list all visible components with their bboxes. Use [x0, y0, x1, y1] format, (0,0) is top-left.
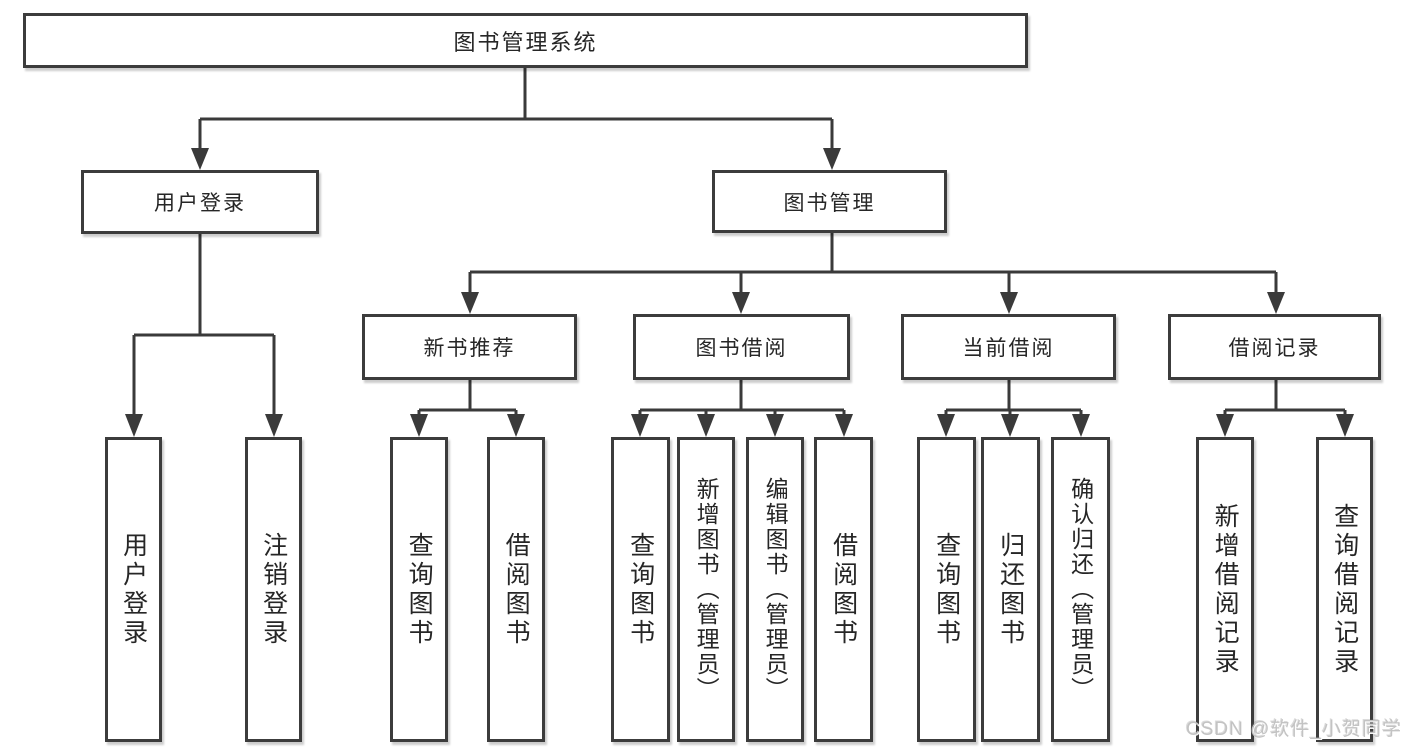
- leaf-bb-query-books-label: 查询图书: [626, 531, 655, 648]
- node-user-login: 用户登录: [81, 170, 319, 234]
- leaf-bb-borrow-books-label: 借阅图书: [829, 531, 858, 648]
- node-book-borrow-label: 图书借阅: [695, 337, 788, 360]
- leaf-bb-add-books-admin: 新增图书（管理员）: [677, 437, 735, 742]
- leaf-bb-edit-books-admin: 编辑图书（管理员）: [746, 437, 804, 742]
- wire-user-login: [132, 234, 276, 418]
- leaf-bb-query-books: 查询图书: [611, 437, 670, 742]
- node-current-borrow-label: 当前借阅: [962, 337, 1055, 360]
- leaf-cb-return-books: 归还图书: [981, 437, 1040, 742]
- node-new-book-rec: 新书推荐: [362, 314, 577, 380]
- leaf-cb-query-books-label: 查询图书: [932, 531, 961, 648]
- wire-new-book-rec: [417, 380, 518, 418]
- node-book-borrow: 图书借阅: [633, 314, 850, 380]
- node-book-mgmt-label: 图书管理: [783, 191, 876, 215]
- leaf-cb-return-books-label: 归还图书: [996, 531, 1025, 648]
- leaf-logout: 注销登录: [245, 437, 302, 742]
- node-borrow-records: 借阅记录: [1168, 314, 1381, 380]
- node-root-label: 图书管理系统: [453, 29, 598, 55]
- leaf-nbr-borrow-books: 借阅图书: [487, 437, 545, 742]
- wire-book-borrow: [638, 380, 846, 418]
- wire-current-borrow: [944, 380, 1083, 418]
- leaf-br-add-record: 新增借阅记录: [1196, 437, 1254, 742]
- leaf-br-add-record-label: 新增借阅记录: [1211, 502, 1240, 677]
- wire-root: [198, 68, 834, 150]
- leaf-cb-confirm-return-admin: 确认归还（管理员）: [1051, 437, 1110, 742]
- node-borrow-records-label: 借阅记录: [1228, 337, 1321, 360]
- node-root: 图书管理系统: [23, 13, 1028, 68]
- leaf-bb-borrow-books: 借阅图书: [814, 437, 873, 742]
- csdn-watermark: CSDN @软件_小贺同学: [1186, 719, 1402, 740]
- leaf-nbr-query-books: 查询图书: [390, 437, 448, 742]
- wire-book-mgmt: [468, 233, 1278, 295]
- leaf-bb-add-books-admin-label: 新增图书（管理员）: [693, 477, 720, 702]
- node-new-book-rec-label: 新书推荐: [423, 337, 516, 360]
- leaf-logout-label: 注销登录: [259, 531, 288, 648]
- leaf-cb-confirm-return-admin-label: 确认归还（管理员）: [1067, 477, 1094, 702]
- leaf-nbr-query-books-label: 查询图书: [405, 531, 434, 648]
- leaf-br-query-record-label: 查询借阅记录: [1330, 502, 1359, 677]
- leaf-cb-query-books: 查询图书: [917, 437, 976, 742]
- leaf-user-login: 用户登录: [105, 437, 162, 742]
- leaf-user-login-label: 用户登录: [119, 531, 148, 648]
- node-user-login-label: 用户登录: [154, 192, 246, 215]
- leaf-bb-edit-books-admin-label: 编辑图书（管理员）: [762, 477, 789, 702]
- node-current-borrow: 当前借阅: [901, 314, 1116, 380]
- leaf-nbr-borrow-books-label: 借阅图书: [502, 531, 531, 648]
- node-book-mgmt: 图书管理: [712, 170, 947, 233]
- wire-borrow-records: [1223, 380, 1347, 418]
- leaf-br-query-record: 查询借阅记录: [1316, 437, 1373, 742]
